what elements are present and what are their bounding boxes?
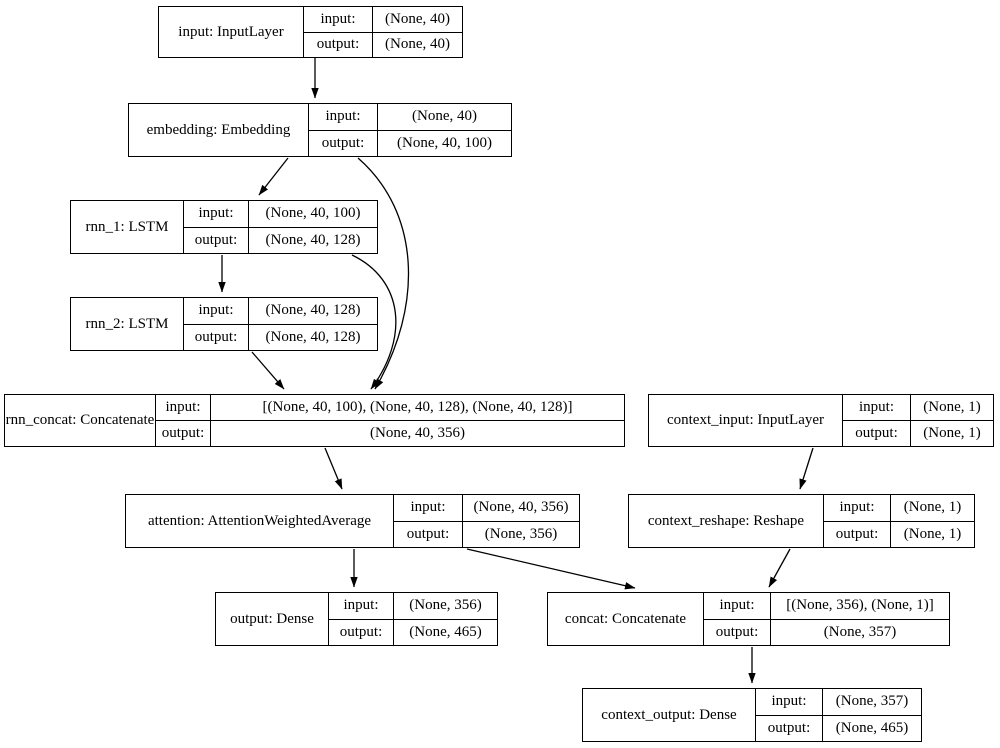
input-caption: input: bbox=[309, 104, 378, 130]
output-caption: output: bbox=[184, 324, 249, 350]
node-concat: concat: Concatenate input: [(None, 356),… bbox=[547, 592, 950, 646]
edge-embedding-rnn_concat bbox=[357, 157, 410, 390]
node-output: output: Dense input: (None, 356) output:… bbox=[215, 592, 498, 646]
node-input: input: InputLayer input: (None, 40) outp… bbox=[158, 6, 463, 58]
input-caption: input: bbox=[843, 395, 911, 420]
input-caption: input: bbox=[184, 298, 249, 324]
input-caption: input: bbox=[394, 495, 463, 521]
node-rnn_2-output-shape: (None, 40, 128) bbox=[265, 328, 361, 345]
input-caption: input: bbox=[704, 593, 771, 619]
node-context_reshape-title: context_reshape: Reshape bbox=[629, 495, 824, 547]
node-context_output-output-shape: (None, 465) bbox=[835, 719, 909, 736]
node-output-title: output: Dense bbox=[216, 593, 329, 645]
node-concat-output-shape: (None, 357) bbox=[823, 623, 897, 640]
edge-context_reshape-concat bbox=[768, 548, 791, 588]
output-caption: output: bbox=[704, 619, 771, 645]
node-embedding: embedding: Embedding input: (None, 40) o… bbox=[128, 103, 512, 157]
input-caption: input: bbox=[329, 593, 394, 619]
input-caption: input: bbox=[156, 395, 211, 420]
node-rnn_concat-title: rnn_concat: Concatenate bbox=[5, 395, 156, 446]
output-caption: output: bbox=[309, 130, 378, 156]
node-input-input-shape: (None, 40) bbox=[385, 10, 450, 27]
node-context_input-output-shape: (None, 1) bbox=[923, 425, 981, 441]
node-context_input: context_input: InputLayer input: (None, … bbox=[648, 394, 994, 447]
node-attention: attention: AttentionWeightedAverage inpu… bbox=[125, 494, 580, 548]
node-context_reshape-input-shape: (None, 1) bbox=[903, 499, 962, 516]
node-rnn_2-title: rnn_2: LSTM bbox=[71, 298, 184, 350]
edge-rnn_concat-attention bbox=[324, 447, 343, 490]
output-caption: output: bbox=[824, 521, 891, 547]
node-context_input-title: context_input: InputLayer bbox=[649, 395, 843, 446]
edge-rnn_2-rnn_concat bbox=[251, 351, 285, 390]
output-caption: output: bbox=[394, 521, 463, 547]
input-caption: input: bbox=[756, 689, 823, 715]
node-attention-input-shape: (None, 40, 356) bbox=[473, 499, 569, 516]
node-attention-title: attention: AttentionWeightedAverage bbox=[126, 495, 394, 547]
node-rnn_2: rnn_2: LSTM input: (None, 40, 128) outpu… bbox=[70, 297, 378, 351]
node-input-output-shape: (None, 40) bbox=[385, 36, 450, 53]
node-rnn_1-output-shape: (None, 40, 128) bbox=[265, 231, 361, 248]
node-context_reshape: context_reshape: Reshape input: (None, 1… bbox=[628, 494, 975, 548]
output-caption: output: bbox=[756, 715, 823, 741]
edge-context_input-context_reshape bbox=[799, 447, 814, 490]
node-rnn_2-input-shape: (None, 40, 128) bbox=[265, 302, 361, 319]
node-rnn_concat-output-shape: (None, 40, 356) bbox=[370, 425, 465, 441]
node-embedding-input-shape: (None, 40) bbox=[412, 108, 477, 125]
node-output-output-shape: (None, 465) bbox=[409, 623, 482, 640]
node-context_output-input-shape: (None, 357) bbox=[835, 693, 909, 710]
node-rnn_1-title: rnn_1: LSTM bbox=[71, 201, 184, 253]
node-input-title: input: InputLayer bbox=[159, 7, 304, 57]
node-context_output: context_output: Dense input: (None, 357)… bbox=[582, 688, 922, 742]
node-context_reshape-output-shape: (None, 1) bbox=[903, 525, 962, 542]
edge-attention-concat bbox=[466, 548, 636, 590]
node-concat-input-shape: [(None, 356), (None, 1)] bbox=[786, 597, 934, 614]
node-rnn_1: rnn_1: LSTM input: (None, 40, 100) outpu… bbox=[70, 200, 378, 254]
output-caption: output: bbox=[184, 227, 249, 253]
node-context_input-input-shape: (None, 1) bbox=[923, 399, 981, 415]
input-caption: input: bbox=[824, 495, 891, 521]
output-caption: output: bbox=[329, 619, 394, 645]
node-attention-output-shape: (None, 356) bbox=[484, 525, 558, 542]
node-rnn_concat: rnn_concat: Concatenate input: [(None, 4… bbox=[4, 394, 625, 447]
input-caption: input: bbox=[304, 7, 373, 32]
output-caption: output: bbox=[304, 32, 373, 57]
node-rnn_1-input-shape: (None, 40, 100) bbox=[265, 205, 361, 222]
node-rnn_concat-input-shape: [(None, 40, 100), (None, 40, 128), (None… bbox=[262, 399, 573, 415]
node-embedding-output-shape: (None, 40, 100) bbox=[397, 134, 492, 151]
edge-embedding-rnn_1 bbox=[258, 157, 289, 196]
node-embedding-title: embedding: Embedding bbox=[129, 104, 309, 156]
input-caption: input: bbox=[184, 201, 249, 227]
node-context_output-title: context_output: Dense bbox=[583, 689, 756, 741]
output-caption: output: bbox=[843, 421, 911, 446]
node-output-input-shape: (None, 356) bbox=[409, 597, 482, 614]
output-caption: output: bbox=[156, 421, 211, 446]
node-concat-title: concat: Concatenate bbox=[548, 593, 704, 645]
